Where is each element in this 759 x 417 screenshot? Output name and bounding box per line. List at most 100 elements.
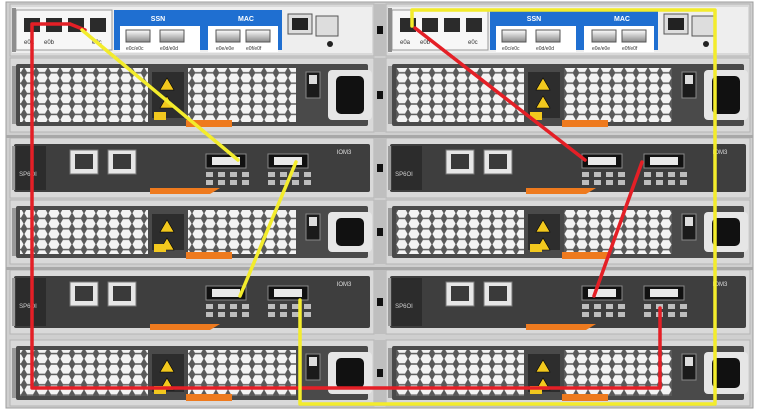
psu-grille-left — [396, 68, 524, 122]
status-led — [304, 180, 311, 185]
sfp-port-icon[interactable] — [621, 29, 647, 43]
power-switch-rocker — [309, 357, 317, 366]
power-socket-icon[interactable] — [336, 218, 364, 246]
release-tab[interactable] — [562, 120, 608, 127]
sas-port-insert — [212, 289, 240, 297]
status-led — [242, 304, 249, 309]
iom-face — [390, 276, 746, 328]
iom-label: IOM3 — [713, 150, 728, 156]
iom-model-label: SP6OI — [19, 172, 37, 178]
shelf-row-5 — [9, 339, 751, 407]
controller-handle[interactable] — [12, 8, 16, 52]
psu-handle — [388, 348, 392, 398]
release-tab[interactable] — [526, 188, 596, 194]
port-label-e0a: e0a — [400, 40, 411, 46]
iom-label: IOM3 — [337, 282, 352, 288]
port-label-e0b: e0b — [44, 40, 55, 46]
port-label-e0d-pair: e0d/e0d — [160, 46, 178, 52]
psu-grille-right — [188, 210, 296, 254]
release-tab[interactable] — [526, 324, 596, 330]
network-symbol-icon — [327, 41, 333, 47]
sas-port-icon[interactable] — [422, 18, 438, 32]
psu-grille-left — [396, 210, 524, 254]
warning-triangle-icon — [535, 219, 551, 233]
serial-port-icon[interactable] — [691, 15, 715, 37]
sas-port-icon[interactable] — [444, 18, 460, 32]
port-label-e0c: e0c — [468, 40, 478, 46]
sfp-port-icon[interactable] — [245, 29, 271, 43]
divider-latch — [377, 91, 383, 99]
sas-port-icon[interactable] — [466, 18, 482, 32]
ethernet-jack — [489, 286, 507, 301]
warning-sticker — [530, 112, 542, 120]
port-label-e0c-pair: e0c/e0c — [126, 46, 144, 52]
divider-latch — [377, 164, 383, 172]
controller-handle[interactable] — [388, 8, 392, 52]
release-tab[interactable] — [562, 394, 608, 401]
port-label-e0d-pair: e0d/e0d — [536, 46, 554, 52]
release-tab[interactable] — [150, 188, 220, 194]
sas-port-icon[interactable] — [90, 18, 106, 32]
shelf-row-3 — [9, 199, 751, 265]
power-socket-icon[interactable] — [712, 218, 740, 246]
warning-triangle-icon — [159, 359, 175, 373]
status-led — [292, 172, 299, 177]
serial-port-icon[interactable] — [315, 15, 339, 37]
ethernet-jack — [668, 18, 684, 30]
sfp-port-icon[interactable] — [159, 29, 185, 43]
psu-handle — [12, 208, 16, 256]
status-led — [218, 304, 225, 309]
power-socket-icon[interactable] — [712, 76, 740, 114]
sfp-port-icon[interactable] — [501, 29, 527, 43]
network-symbol-icon — [703, 41, 709, 47]
status-led — [280, 180, 287, 185]
status-led — [280, 172, 287, 177]
psu-grille-left — [20, 210, 148, 254]
ethernet-jack — [113, 286, 131, 301]
port-label-e0e-pair: e0e/e0e — [216, 46, 234, 52]
status-led — [268, 304, 275, 309]
status-led — [268, 172, 275, 177]
status-led — [292, 180, 299, 185]
release-tab[interactable] — [562, 252, 608, 259]
iom-handle — [12, 278, 15, 326]
power-socket-icon[interactable] — [336, 76, 364, 114]
warning-triangle-icon — [159, 77, 175, 91]
status-led — [644, 172, 651, 177]
release-tab[interactable] — [150, 324, 220, 330]
status-led — [218, 180, 225, 185]
status-led — [680, 180, 687, 185]
sfp-port-icon[interactable] — [591, 29, 617, 43]
release-tab[interactable] — [186, 120, 232, 127]
sfp-port-icon[interactable] — [535, 29, 561, 43]
status-led — [680, 312, 687, 317]
port-label-e0c-pair: e0c/e0c — [502, 46, 520, 52]
status-led — [206, 312, 213, 317]
status-led — [582, 304, 589, 309]
status-led — [242, 312, 249, 317]
status-led — [606, 180, 613, 185]
sfp-port-icon[interactable] — [215, 29, 241, 43]
iom-model-label: SP6OI — [395, 304, 413, 310]
status-led — [606, 312, 613, 317]
power-socket-icon[interactable] — [336, 358, 364, 388]
iom-handle — [388, 278, 391, 326]
divider-latch — [377, 26, 383, 34]
status-led — [206, 304, 213, 309]
sfp-port-icon[interactable] — [125, 29, 151, 43]
iom-face — [14, 144, 370, 192]
ethernet-jack — [489, 154, 507, 169]
release-tab[interactable] — [186, 252, 232, 259]
power-socket-icon[interactable] — [712, 358, 740, 388]
status-led — [304, 172, 311, 177]
status-led — [668, 180, 675, 185]
warning-sticker — [530, 386, 542, 394]
release-tab[interactable] — [186, 394, 232, 401]
status-led — [280, 312, 287, 317]
iom-label: IOM3 — [713, 282, 728, 288]
mac-label: MAC — [238, 16, 254, 23]
mac-label: MAC — [614, 16, 630, 23]
shelf-separator — [6, 135, 753, 138]
sas-port-insert — [212, 157, 240, 165]
